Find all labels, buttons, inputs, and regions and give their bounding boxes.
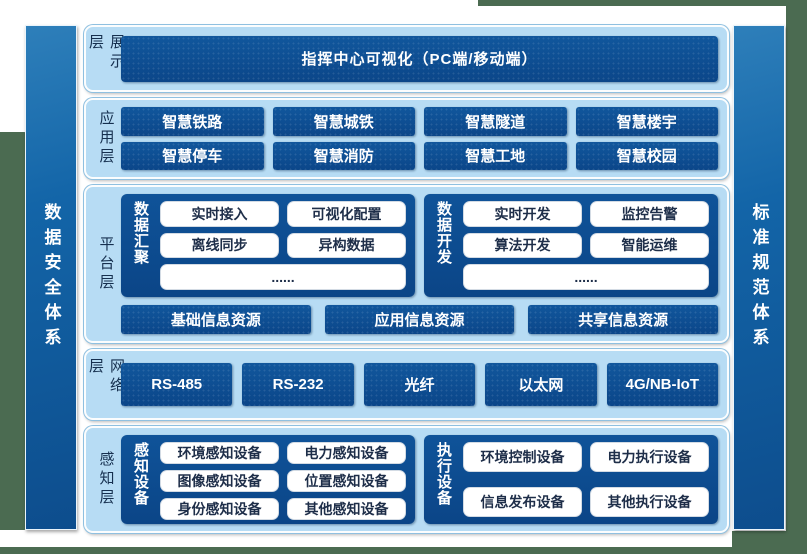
layer-panel-network: 网络层 RS-485 RS-232 光纤 以太网 4G/NB-IoT [84, 349, 729, 420]
group-execution-devices: 执行设备 环境控制设备 电力执行设备 信息发布设备 其他执行设备 [424, 435, 718, 524]
pill: 其他感知设备 [287, 498, 406, 520]
pill: 算法开发 [463, 232, 582, 259]
app-item: 智慧铁路 [121, 107, 264, 136]
network-item: 以太网 [485, 363, 597, 406]
platform-groups: 数据汇聚 实时接入 可视化配置 离线同步 异构数据 ...... 数据开发 实时… [121, 194, 718, 297]
group-data-aggregation-label: 数据汇聚 [132, 201, 149, 265]
layer-label-application: 应用层 [97, 110, 115, 167]
pill: 实时开发 [463, 201, 582, 227]
network-row: RS-485 RS-232 光纤 以太网 4G/NB-IoT [121, 358, 719, 411]
pill: 身份感知设备 [160, 498, 279, 520]
layer-panel-platform: 平台层 数据汇聚 实时接入 可视化配置 离线同步 异构数据 ...... [84, 185, 729, 343]
pill: 环境感知设备 [160, 442, 279, 464]
network-item: 4G/NB-IoT [606, 363, 719, 406]
pill: 位置感知设备 [287, 470, 406, 492]
backdrop-green-left [0, 132, 26, 530]
pillar-data-security: 数据安全体系 [25, 25, 77, 530]
app-item: 智慧停车 [121, 141, 264, 170]
pillar-standards: 标准规范体系 [733, 25, 785, 530]
pill: 实时接入 [160, 201, 279, 227]
layer-label-display: 展示层 [87, 34, 125, 72]
layer-panel-perception: 感知层 感知设备 环境感知设备 电力感知设备 图像感知设备 位置感知设备 身份感… [84, 426, 729, 533]
resource-box: 共享信息资源 [528, 305, 719, 334]
pillar-data-security-label: 数据安全体系 [41, 202, 61, 353]
execution-device-pills: 环境控制设备 电力执行设备 信息发布设备 其他执行设备 [463, 442, 709, 517]
application-grid: 智慧铁路 智慧城铁 智慧隧道 智慧楼宇 智慧停车 智慧消防 智慧工地 智慧校园 [121, 107, 718, 170]
pill: 异构数据 [287, 232, 406, 259]
pill-ellipsis: ...... [463, 264, 709, 290]
network-item: RS-232 [242, 363, 354, 406]
data-development-pills: 实时开发 监控告警 算法开发 智能运维 ...... [463, 201, 709, 290]
layer-panel-display: 展示层 指挥中心可视化（PC端/移动端） [84, 25, 729, 92]
layers-stack: 展示层 指挥中心可视化（PC端/移动端） 应用层 智慧铁路 智慧城铁 智慧隧道 … [84, 25, 729, 533]
backdrop-green-bottom [0, 547, 807, 554]
group-sensing-devices-label: 感知设备 [132, 442, 149, 506]
backdrop-green-top [478, 0, 807, 6]
group-sensing-devices: 感知设备 环境感知设备 电力感知设备 图像感知设备 位置感知设备 身份感知设备 … [121, 435, 415, 524]
backdrop-green-right [786, 0, 807, 554]
group-execution-devices-label: 执行设备 [435, 442, 452, 506]
app-item: 智慧校园 [575, 141, 718, 170]
app-item: 智慧楼宇 [575, 107, 718, 136]
resource-box: 基础信息资源 [121, 305, 311, 334]
pill: 电力感知设备 [287, 442, 406, 464]
pill: 电力执行设备 [590, 442, 709, 472]
pill: 可视化配置 [287, 201, 406, 227]
pill: 监控告警 [590, 201, 709, 227]
pillar-standards-label: 标准规范体系 [749, 202, 769, 353]
layer-panel-application: 应用层 智慧铁路 智慧城铁 智慧隧道 智慧楼宇 智慧停车 智慧消防 智慧工地 智… [84, 98, 729, 179]
resource-box: 应用信息资源 [324, 305, 515, 334]
app-item: 智慧消防 [272, 141, 415, 170]
app-item: 智慧隧道 [424, 107, 567, 136]
group-data-development: 数据开发 实时开发 监控告警 算法开发 智能运维 ...... [424, 194, 718, 297]
app-item: 智慧城铁 [272, 107, 415, 136]
network-item: RS-485 [121, 363, 233, 406]
app-item: 智慧工地 [424, 141, 567, 170]
layer-label-network: 网络层 [87, 358, 125, 396]
data-aggregation-pills: 实时接入 可视化配置 离线同步 异构数据 ...... [160, 201, 406, 290]
group-data-development-label: 数据开发 [435, 201, 452, 265]
layer-label-perception: 感知层 [97, 451, 115, 508]
pill: 图像感知设备 [160, 470, 279, 492]
display-content: 指挥中心可视化（PC端/移动端） [121, 34, 718, 83]
information-resources-row: 基础信息资源 应用信息资源 共享信息资源 [121, 305, 719, 334]
group-data-aggregation: 数据汇聚 实时接入 可视化配置 离线同步 异构数据 ...... [121, 194, 415, 297]
sensing-device-pills: 环境感知设备 电力感知设备 图像感知设备 位置感知设备 身份感知设备 其他感知设… [160, 442, 406, 520]
pill: 信息发布设备 [463, 487, 582, 517]
network-item: 光纤 [363, 363, 476, 406]
pill: 其他执行设备 [590, 487, 709, 517]
command-center-box: 指挥中心可视化（PC端/移动端） [121, 35, 718, 82]
platform-content: 数据汇聚 实时接入 可视化配置 离线同步 异构数据 ...... 数据开发 实时… [121, 194, 719, 334]
pill: 离线同步 [160, 232, 279, 259]
pill: 智能运维 [590, 232, 709, 259]
pill-ellipsis: ...... [160, 264, 406, 290]
pill: 环境控制设备 [463, 442, 582, 472]
backdrop-green-bottom-right [732, 531, 807, 554]
perception-groups: 感知设备 环境感知设备 电力感知设备 图像感知设备 位置感知设备 身份感知设备 … [121, 435, 718, 524]
layer-label-platform: 平台层 [97, 235, 115, 293]
